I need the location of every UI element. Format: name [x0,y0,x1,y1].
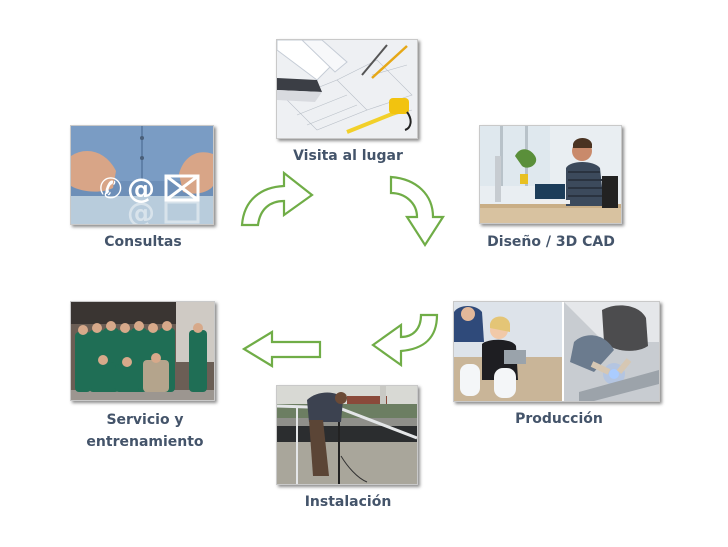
svg-text:✆: ✆ [99,172,122,205]
produccion-label: Producción [515,411,603,427]
instalacion-photo [276,385,418,485]
servicio-label-line1: Servicio y [106,412,184,428]
instalacion-label: Instalación [304,494,392,510]
straight-arrow-left-icon [241,330,322,368]
svg-text:@: @ [127,196,155,224]
servicio-entrenamiento-photo [70,301,215,401]
visita-al-lugar-label: Visita al lugar [293,148,403,164]
consultas-photo: ✆ @ @ [70,125,214,225]
consultas-label: Consultas [104,234,182,250]
diseno-3d-cad-photo [479,125,622,224]
produccion-photo [453,301,660,402]
servicio-entrenamiento-label: Servicio y entrenamiento [70,409,220,453]
curved-arrow-down-left-icon [369,313,439,368]
svg-text:@: @ [127,172,155,205]
curved-arrow-up-right-icon [240,169,315,227]
curved-arrow-down-right-icon [389,175,446,248]
diseno-3d-cad-label: Diseño / 3D CAD [487,234,615,250]
visita-al-lugar-photo [276,39,418,139]
servicio-label-line2: entrenamiento [86,434,204,450]
